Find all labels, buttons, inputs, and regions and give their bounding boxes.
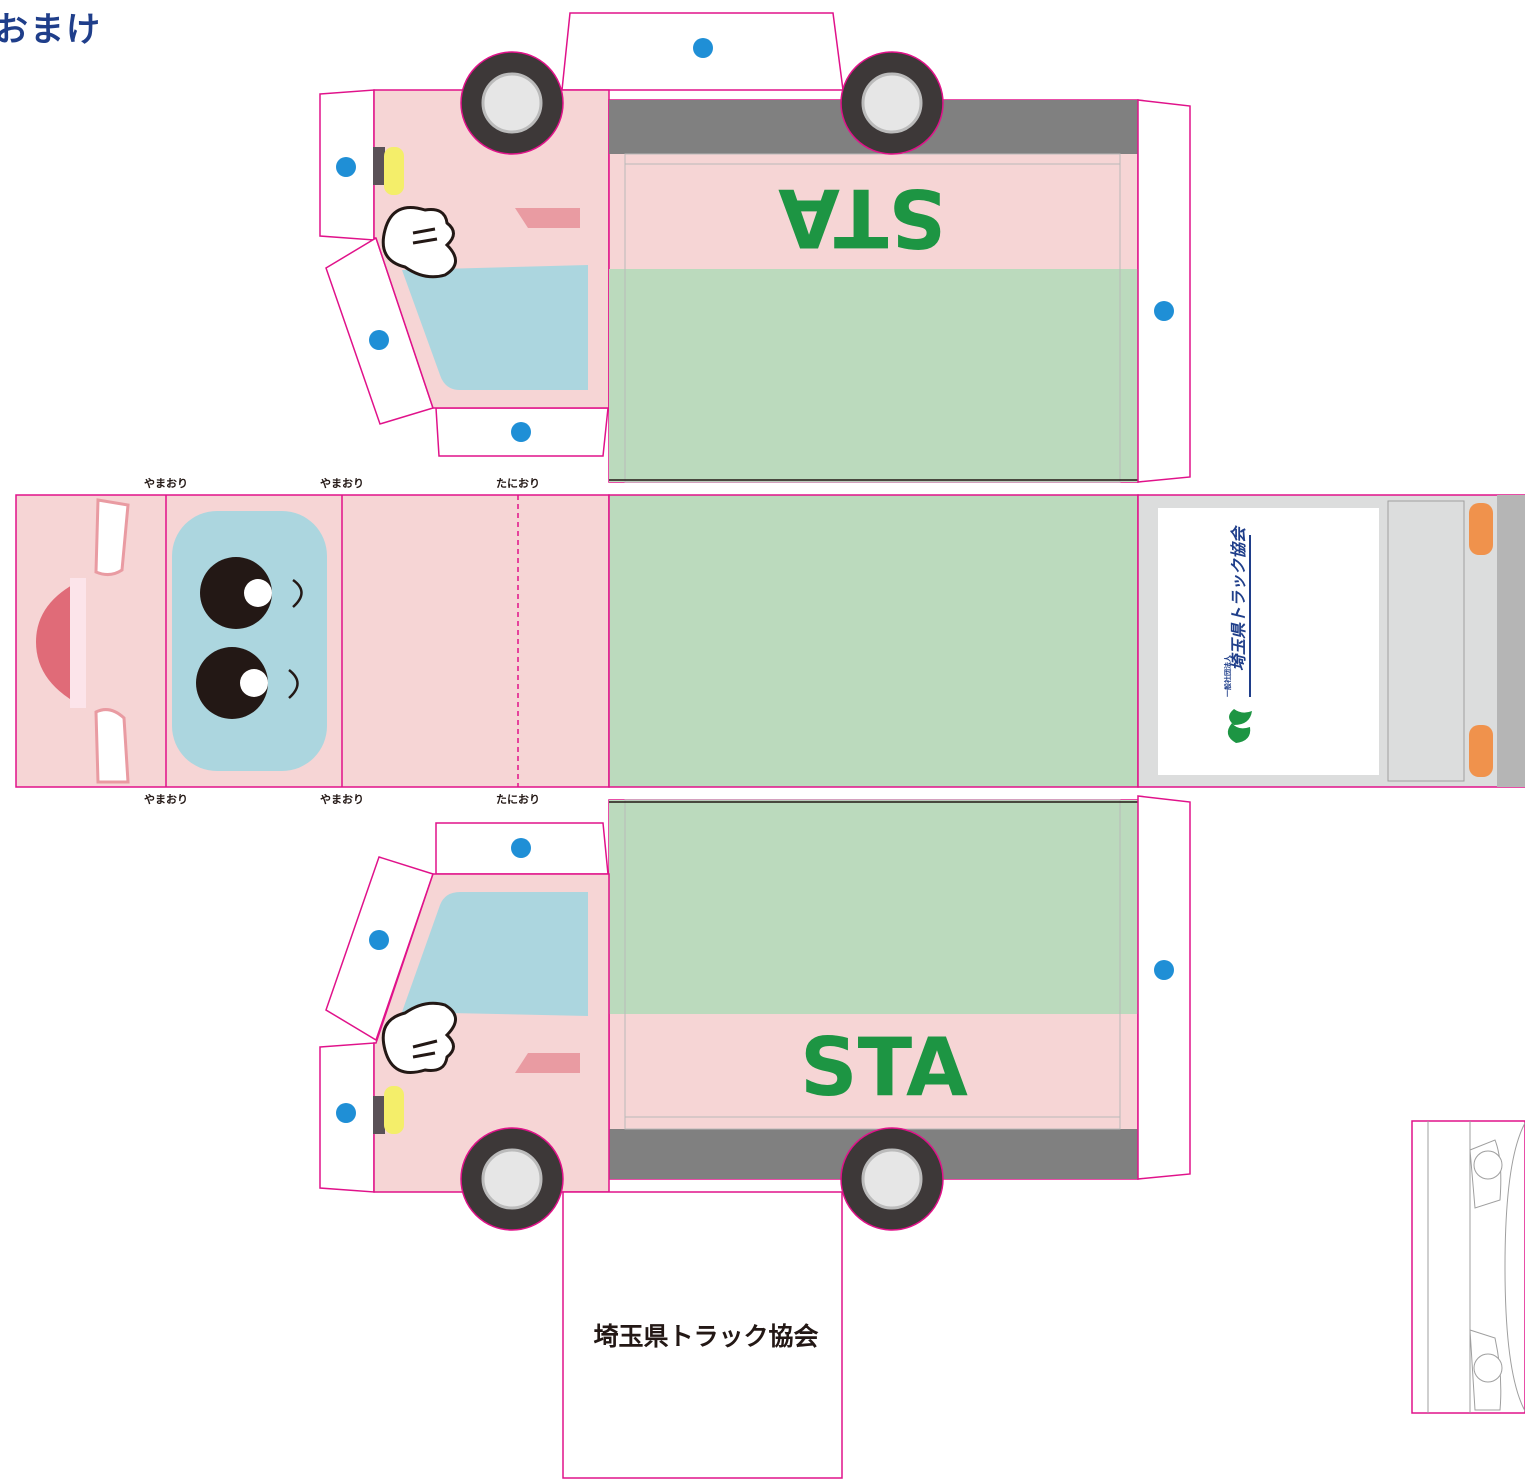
logo-name: 埼玉県トラック協会 — [1229, 524, 1248, 671]
bottom-side-panel: STA 埼玉県トラック協会 — [319, 795, 1191, 1479]
glue-dot-icon — [693, 38, 713, 58]
cargo-panel-green-lower — [609, 800, 1138, 1014]
cargo-panel-green-upper — [609, 269, 1138, 482]
extra-piece-outline — [1411, 1120, 1525, 1414]
rear-tab-lower — [1137, 795, 1191, 1180]
wing-icon — [381, 206, 457, 279]
page-title: おまけ — [0, 10, 102, 50]
glue-dot-icon — [1154, 301, 1174, 321]
bottom-tab-text: 埼玉県トラック協会 — [593, 1322, 818, 1351]
bottom-tab — [562, 1191, 843, 1479]
door-handle — [515, 1053, 580, 1073]
tail-light-icon — [1469, 725, 1493, 777]
fold-label: たにおり — [496, 477, 540, 490]
front-roof-strip: やまおり やまおり たにおり やまおり やまおり たにおり 一般社団法人 埼玉県… — [15, 477, 1525, 806]
sta-logo: 一般社団法人 埼玉県トラック協会 — [1223, 524, 1252, 743]
rear-door-panel — [1387, 500, 1465, 782]
headlight-icon — [384, 147, 404, 195]
glue-dot-icon — [1154, 960, 1174, 980]
fold-label: やまおり — [320, 793, 364, 806]
glue-dot-icon — [336, 157, 356, 177]
rear-tab-upper — [1137, 99, 1191, 483]
glue-dot-icon — [511, 422, 531, 442]
wheel-outline-icon — [1473, 1150, 1503, 1180]
windshield-face — [172, 511, 327, 771]
sta-text: STA — [800, 1021, 968, 1114]
headlight-lower — [94, 708, 130, 784]
rear-frame — [1497, 495, 1525, 787]
cargo-frame-upper — [624, 153, 1121, 483]
fold-label: やまおり — [144, 793, 188, 806]
headlight-upper — [94, 498, 130, 577]
sta-logo-icon — [1227, 709, 1252, 743]
cab-window — [402, 265, 588, 390]
cab-window-lower — [402, 892, 588, 1016]
wheel-outline-icon — [1473, 1353, 1503, 1383]
tail-light-icon — [1469, 503, 1493, 555]
glue-dot-icon — [369, 330, 389, 350]
wheel-icon — [460, 51, 564, 155]
cargo-frame-lower — [624, 799, 1121, 1130]
rear-logo-panel — [1158, 508, 1379, 775]
glue-dot-icon — [511, 838, 531, 858]
glue-dot-icon — [336, 1103, 356, 1123]
wheel-icon — [840, 51, 944, 155]
grille-highlight — [70, 578, 86, 708]
extra-piece — [1411, 1120, 1525, 1414]
logo-prefix: 一般社団法人 — [1223, 654, 1232, 697]
glue-dot-icon — [369, 930, 389, 950]
headlight-icon — [384, 1086, 404, 1134]
wheel-icon — [840, 1127, 944, 1231]
fold-label: やまおり — [320, 477, 364, 490]
wing-icon — [381, 1001, 457, 1074]
fold-label: やまおり — [144, 477, 188, 490]
eye-icon — [200, 557, 303, 629]
top-side-panel: STA — [319, 12, 1191, 483]
door-handle — [515, 208, 580, 228]
eye-icon — [196, 647, 299, 719]
headlight-housing — [373, 1096, 385, 1134]
headlight-housing — [373, 147, 385, 185]
sta-text-upside-down: STA — [778, 171, 946, 264]
fold-label: たにおり — [496, 793, 540, 806]
wheel-icon — [460, 1127, 564, 1231]
cargo-roof — [608, 494, 1139, 788]
